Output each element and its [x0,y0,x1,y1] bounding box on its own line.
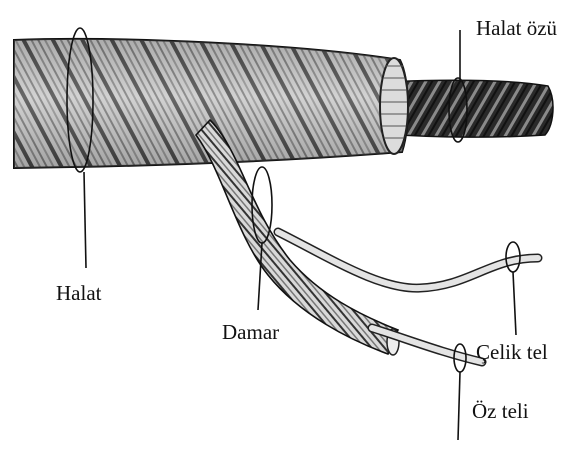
rope-core [385,80,553,137]
steel-wire [278,232,538,288]
label-rope-core: Halat özü [476,18,557,39]
label-steel-wire: Çelik tel [476,342,548,363]
label-strand: Damar [222,322,279,343]
label-rope: Halat [56,283,101,304]
label-core-wire: Öz teli [472,401,529,422]
